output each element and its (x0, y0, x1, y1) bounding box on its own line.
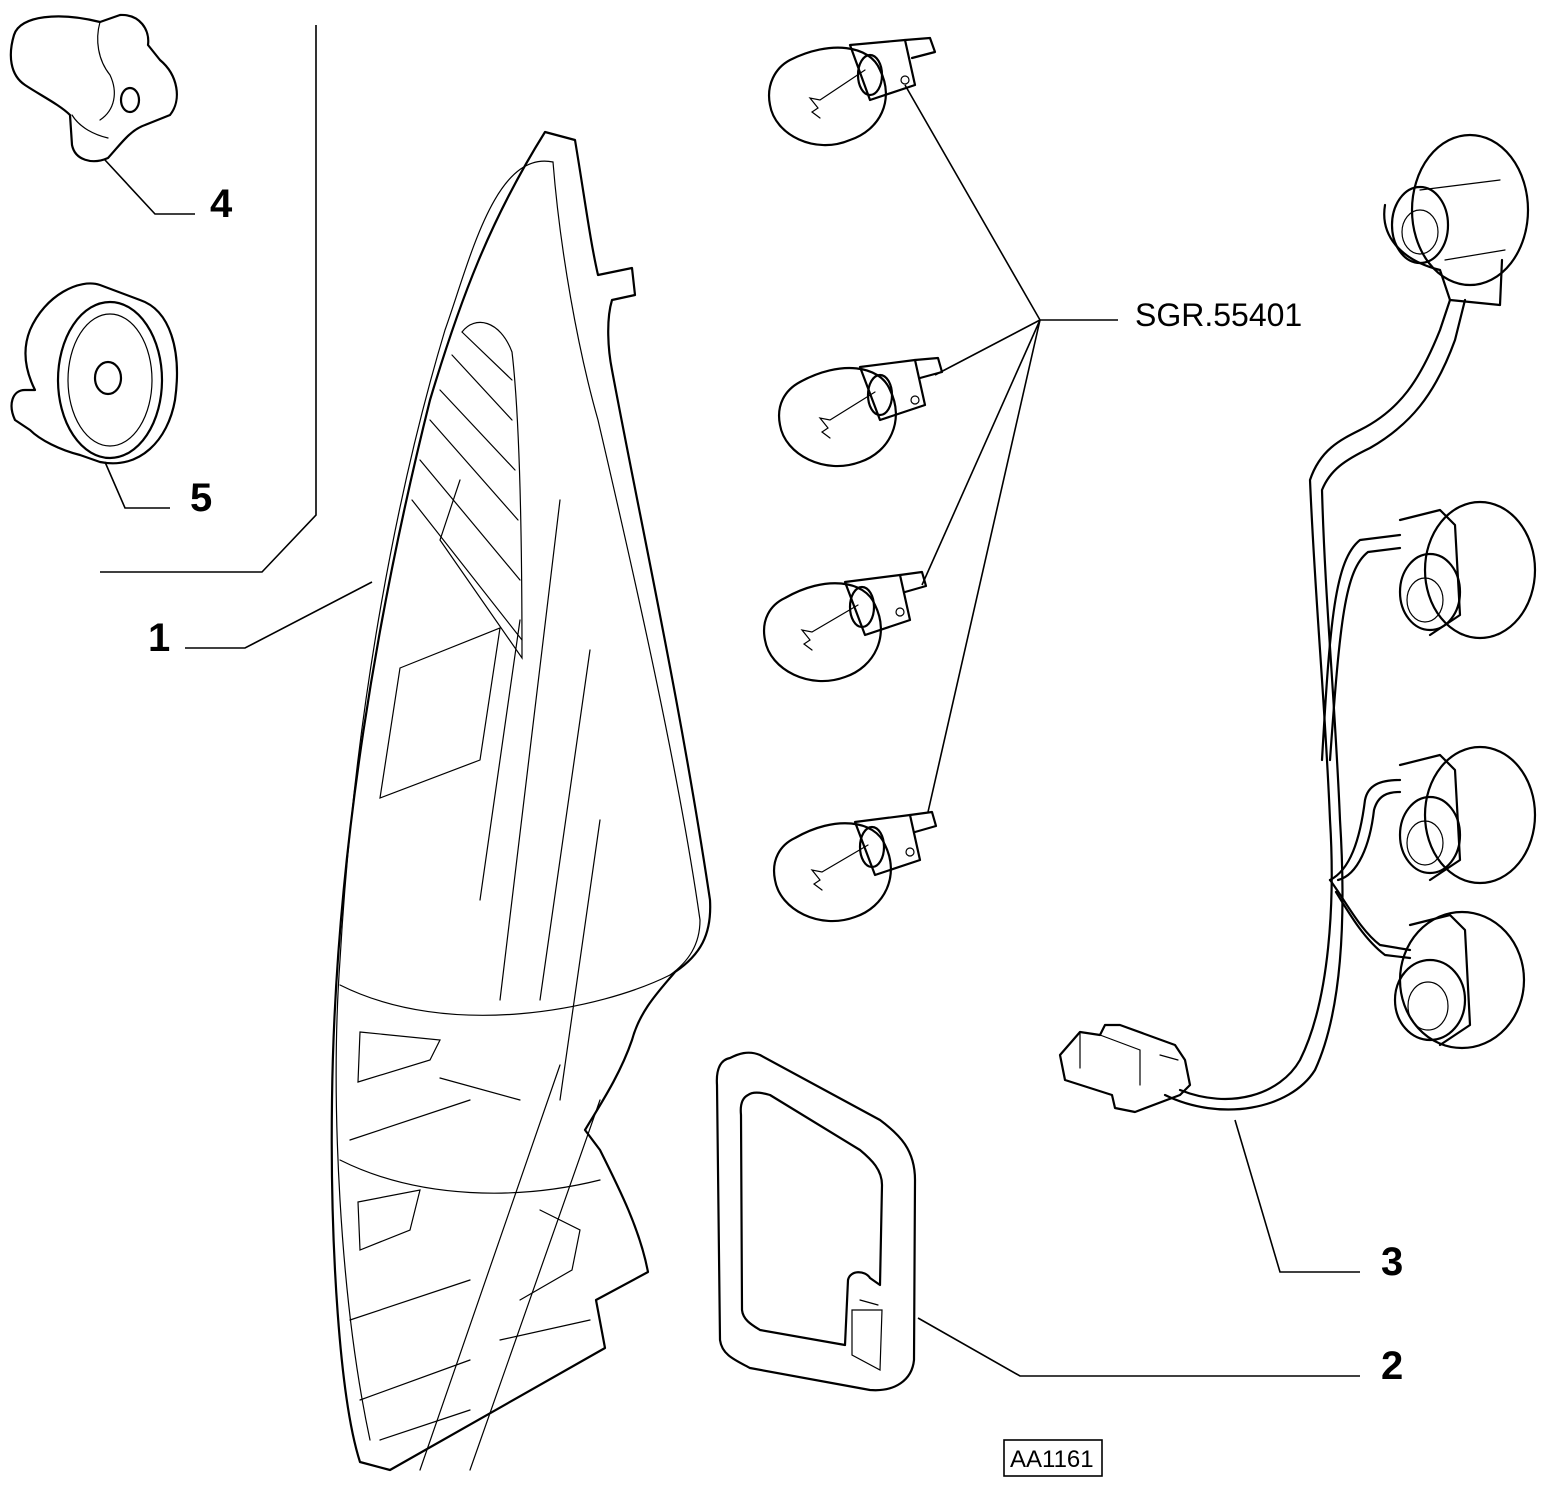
harness-socket-4 (1393, 910, 1526, 1050)
reference-leader-lines (904, 84, 1118, 813)
part-1-tail-lamp (330, 130, 712, 1472)
harness-socket-3 (1398, 745, 1537, 885)
part-4-bulb-holder (9, 13, 178, 163)
leader-1 (185, 581, 373, 649)
harness-socket-2 (1398, 500, 1537, 640)
harness-socket-1 (1383, 133, 1530, 307)
part-2-gasket (715, 1051, 917, 1392)
drawing-code-box: AA1161 (1003, 1439, 1103, 1477)
part-3-wiring-harness (1058, 133, 1537, 1114)
bulb-4 (772, 810, 938, 923)
leader-4 (104, 159, 195, 215)
callout-2: 2 (1381, 1344, 1403, 1388)
bulb-3 (762, 570, 928, 683)
callout-leaders (104, 159, 1360, 1377)
bulb-2 (777, 356, 944, 468)
part-5-bulb-socket (10, 282, 179, 465)
callout-4: 4 (210, 182, 233, 226)
reference-label: SGR.55401 (1135, 297, 1302, 333)
drawing-code: AA1161 (1010, 1446, 1094, 1473)
separator-lines (100, 25, 317, 573)
leader-5 (104, 461, 170, 509)
leader-3 (1234, 1119, 1360, 1273)
callout-5: 5 (190, 476, 212, 520)
callout-1: 1 (148, 616, 170, 660)
bulb-1 (767, 36, 937, 147)
leader-2 (917, 1317, 1360, 1377)
callout-3: 3 (1381, 1240, 1403, 1284)
